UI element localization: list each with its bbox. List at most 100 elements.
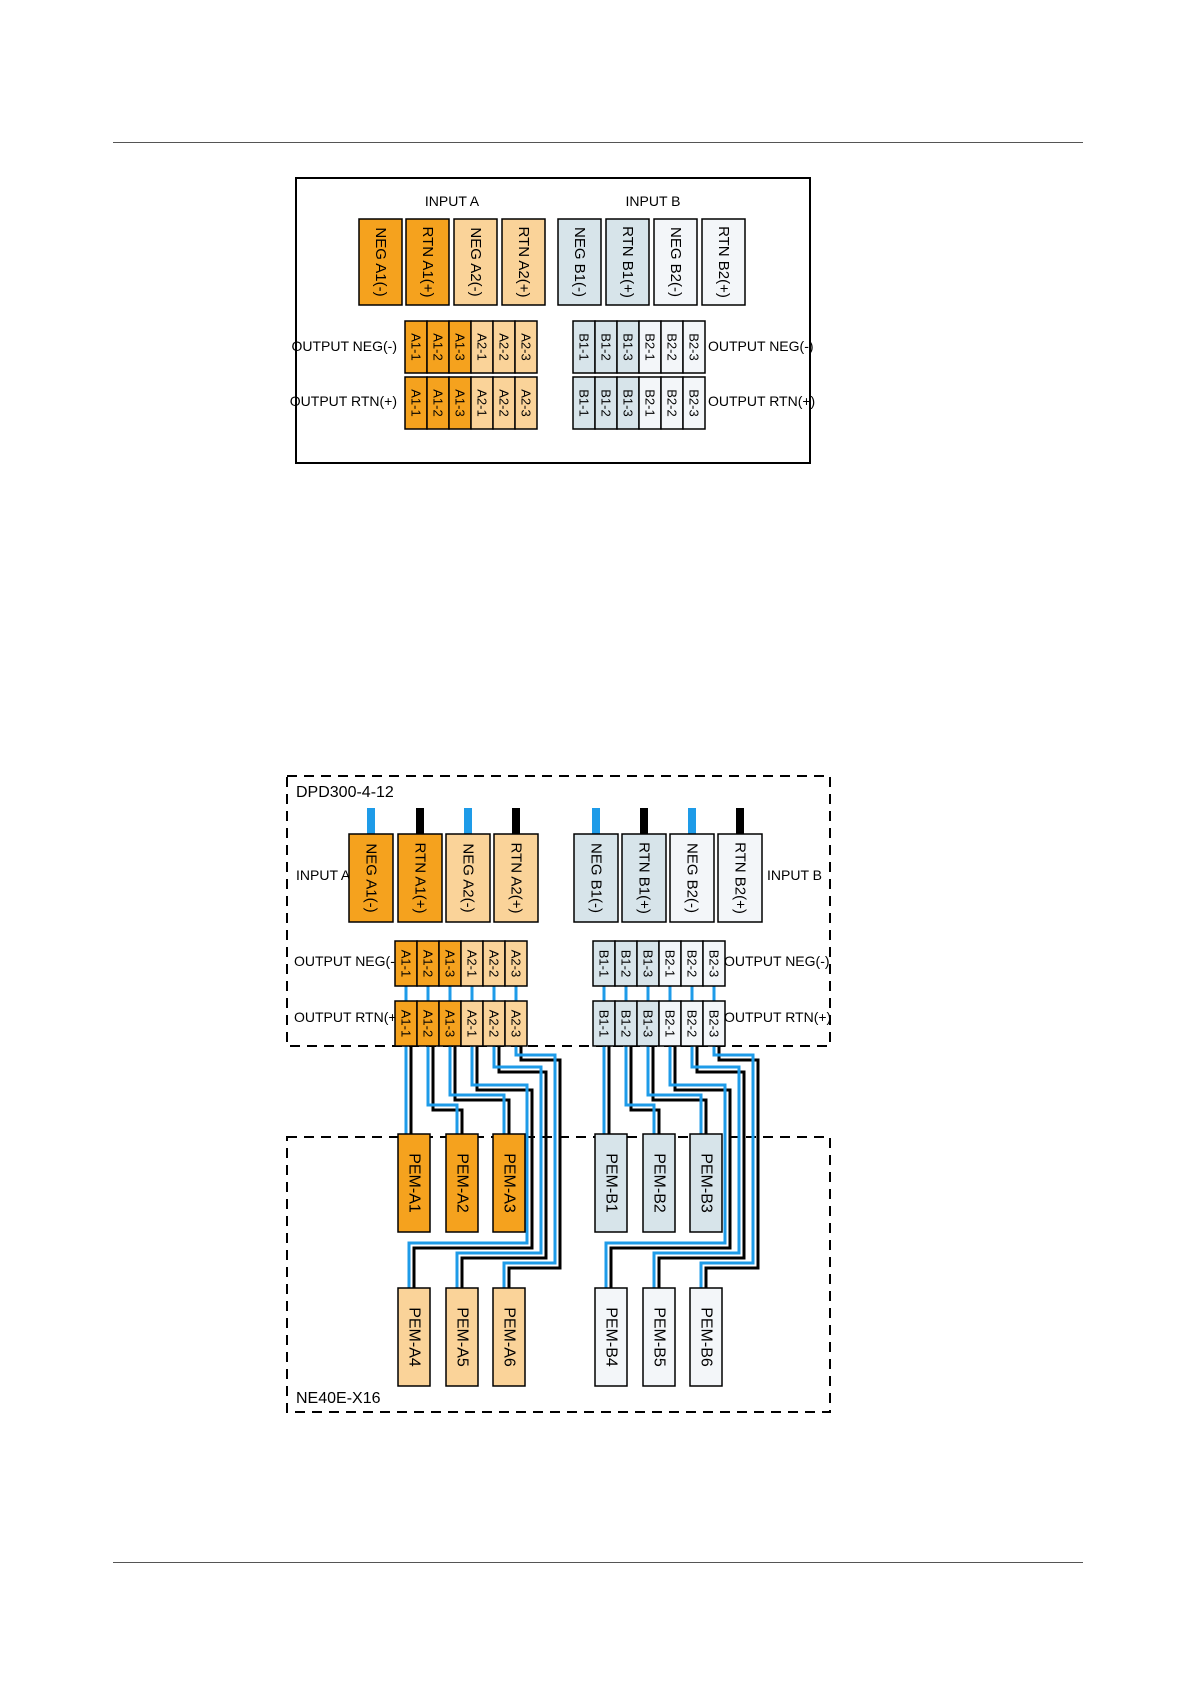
pem-module-pem-b5: PEM-B5 [642,1287,676,1387]
terminal-rtn-a2-3-body [514,376,538,430]
dpd-input-rtn-b2--label: RTN B2(+) [732,842,749,914]
dpd-terminal-rtn-b2-3: B2-3 [702,1000,726,1047]
dpd-input-terminals: NEG A1(-) RTN A1(+) NEG A2(-) RTN A2(+) NEG … [348,808,763,923]
dpd-input-neg-a1-: NEG A1(-) [348,833,394,923]
pem-module-pem-b5-body [642,1287,676,1387]
terminal-rtn-b1-1-label: B1-1 [577,389,592,416]
input-terminal-rtn-b1--body [605,218,650,306]
input-terminal-neg-b2--label: NEG B2(-) [667,227,684,297]
input-a-title: INPUT A [425,193,480,209]
cable-a2-3-rtn [507,1046,562,1288]
terminal-neg-b2-3-body [682,320,706,374]
terminal-neg-b1-3: B1-3 [616,320,640,374]
dpd-terminal-neg-b2-1: B2-1 [658,940,682,987]
input-lead-8 [736,808,744,834]
terminal-rtn-a1-2: A1-2 [426,376,450,430]
dpd-input-neg-a2--label: NEG A2(-) [460,843,477,912]
input-terminal-neg-b1-: NEG B1(-) [557,218,602,306]
dpd-terminal-neg-a2-2: A2-2 [482,940,506,987]
terminal-rtn-b2-3: B2-3 [682,376,706,430]
terminal-rtn-b1-3: B1-3 [616,376,640,430]
terminal-rtn-a2-2: A2-2 [492,376,516,430]
dpd-input-rtn-a2--label: RTN A2(+) [508,843,525,914]
dpd-terminal-neg-a2-3: A2-3 [504,940,528,987]
input-terminal-neg-b1--body [557,218,602,306]
dpd-input-rtn-a1--label: RTN A1(+) [412,843,429,914]
dpd-terminal-neg-b1-1-label: B1-1 [597,950,612,977]
pem-module-pem-a2-label: PEM-A2 [454,1153,471,1213]
input-terminal-neg-b2-: NEG B2(-) [653,218,698,306]
dpd-terminal-neg-b2-3: B2-3 [702,940,726,987]
dpd-input-rtn-a1--body [397,833,443,923]
output-rtn-label-a: OUTPUT RTN(+) [294,1009,401,1025]
input-terminal-rtn-a2-: RTN A2(+) [501,218,546,306]
dpd-input-neg-b2--label: NEG B2(-) [684,843,701,913]
dpd-terminal-neg-a1-3-label: A1-3 [443,950,458,977]
pem-module-pem-a1-body [397,1133,431,1233]
terminal-neg-b1-2-label: B1-2 [599,333,614,360]
dpd-model-label: DPD300-4-12 [296,784,394,801]
dpd-terminal-neg-b2-2: B2-2 [680,940,704,987]
input-terminal-rtn-a1-: RTN A1(+) [405,218,450,306]
cable-a1-2-neg [426,1046,459,1134]
input-terminal-rtn-b1-: RTN B1(+) [605,218,650,306]
terminal-rtn-a1-2-label: A1-2 [431,389,446,416]
terminal-rtn-b2-2: B2-2 [660,376,684,430]
dpd-terminal-rtn-a1-3: A1-3 [438,1000,462,1047]
terminal-rtn-b2-2-label: B2-2 [665,389,680,416]
terminal-neg-b2-1: B2-1 [638,320,662,374]
dpd-terminal-neg-a1-2: A1-2 [416,940,440,987]
dpd-terminal-rtn-b1-1: B1-1 [592,1000,616,1047]
dpd-terminal-neg-a2-1: A2-1 [460,940,484,987]
terminal-rtn-a2-3-label: A2-3 [519,389,534,416]
dpd-terminal-neg-b1-3-label: B1-3 [641,950,656,977]
terminal-rtn-a2-3: A2-3 [514,376,538,430]
input-lead-4 [512,808,520,834]
terminal-neg-b2-1-label: B2-1 [643,333,658,360]
input-lead-6 [640,808,648,834]
dpd-input-rtn-a2-: RTN A2(+) [493,833,539,923]
cable-b2-1-neg [604,1046,727,1288]
dpd-terminal-rtn-b2-2-label: B2-2 [685,1010,700,1037]
input-terminal-row: NEG A1(-)RTN A1(+)NEG A2(-)RTN A2(+)NEG … [358,218,746,306]
pem-module-pem-a1: PEM-A1 [397,1133,431,1233]
dpd-input-neg-a1--label: NEG A1(-) [363,843,380,912]
output-neg-label-b: OUTPUT NEG(-) [724,953,830,969]
output-neg-label-right: OUTPUT NEG(-) [708,338,814,354]
cable-b2-3-neg [699,1046,755,1288]
dpd-terminal-neg-b2-3-body [702,940,726,987]
terminal-neg-a2-2-label: A2-2 [497,333,512,360]
dpd-input-neg-b1-: NEG B1(-) [573,833,619,923]
output-neg-label-a: OUTPUT NEG(-) [294,953,400,969]
dpd-terminal-rtn-b1-2-label: B1-2 [619,1010,634,1037]
terminal-neg-a2-2: A2-2 [492,320,516,374]
dpd-terminal-neg-a2-1-label: A2-1 [465,950,480,977]
footer-rule [113,1562,1083,1563]
terminal-neg-b2-3-label: B2-3 [687,333,702,360]
dpd-terminal-rtn-a2-3-body [504,1000,528,1047]
terminal-rtn-a2-1: A2-1 [470,376,494,430]
input-terminal-rtn-a2--label: RTN A2(+) [515,227,532,298]
input-lead-3 [464,808,472,834]
cable-b2-1-rtn [609,1046,732,1288]
cable-b1-2-neg [624,1046,656,1134]
cable-b1-3-rtn [651,1046,708,1134]
dpd-terminal-neg-a2-2-label: A2-2 [487,950,502,977]
terminal-rtn-a1-3-label: A1-3 [453,389,468,416]
terminal-neg-b1-2: B1-2 [594,320,618,374]
pem-module-pem-a4: PEM-A4 [397,1287,431,1387]
pem-module-pem-b4-body [594,1287,628,1387]
output-neg-label-left: OUTPUT NEG(-) [291,338,397,354]
input-terminal-neg-b2--body [653,218,698,306]
dpd-terminal-neg-b1-2-label: B1-2 [619,950,634,977]
cable-b1-3-neg [646,1046,703,1134]
dpd-terminal-rtn-a1-1: A1-1 [394,1000,418,1047]
pem-module-pem-b3-label: PEM-B3 [698,1153,715,1213]
input-terminal-rtn-b2--body [701,218,746,306]
terminal-neg-a2-1: A2-1 [470,320,494,374]
dpd-terminal-rtn-b1-2: B1-2 [614,1000,638,1047]
terminal-neg-b2-2: B2-2 [660,320,684,374]
dpd-terminal-rtn-a1-1-label: A1-1 [399,1010,414,1037]
dpd-input-rtn-a2--body [493,833,539,923]
